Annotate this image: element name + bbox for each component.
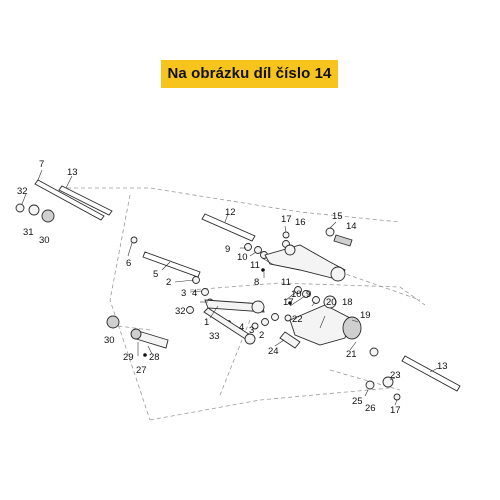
- callout-11-lower: 11: [281, 277, 291, 288]
- callout-17-mid: 17: [283, 297, 294, 308]
- callout-9-lower: 9: [306, 289, 311, 300]
- callout-21: 21: [346, 349, 357, 360]
- washer-25: [365, 380, 375, 390]
- callout-10-lower: 10: [291, 289, 302, 300]
- dot-17b: [288, 301, 292, 305]
- callout-31: 31: [23, 227, 34, 238]
- rod-13-left: [58, 185, 113, 216]
- callout-2-lower: 2: [259, 330, 264, 341]
- callout-32-lower: 32: [175, 306, 186, 317]
- callout-13: 13: [67, 167, 78, 178]
- washer-11b: [294, 286, 302, 294]
- callout-18: 18: [342, 297, 353, 308]
- link-arm-1: [203, 299, 265, 345]
- callout-20: 20: [326, 297, 337, 308]
- part-number-banner: Na obrázku díl číslo 14: [161, 60, 338, 88]
- washer-17b: [284, 314, 292, 322]
- callout-30: 30: [39, 235, 50, 246]
- callout-3: 3: [181, 288, 186, 299]
- rod-12: [201, 213, 256, 242]
- dot-8: [261, 268, 265, 272]
- rod-7: [34, 179, 105, 221]
- callout-14: 14: [346, 221, 357, 232]
- callout-9: 9: [225, 244, 230, 255]
- callout-12: 12: [225, 207, 236, 218]
- washer-17: [282, 231, 290, 239]
- shock-linkage: [279, 295, 362, 349]
- callout-11: 11: [250, 260, 260, 271]
- leader-lines: [21, 169, 439, 406]
- rods: [34, 179, 461, 392]
- bolt-assembly-29: [130, 328, 169, 349]
- callout-13-right: 13: [437, 361, 448, 372]
- washer-4b: [251, 322, 259, 330]
- callout-6: 6: [126, 258, 131, 269]
- callout-30-lower: 30: [104, 335, 115, 346]
- dot-27: [143, 353, 147, 357]
- washer-10: [254, 246, 262, 254]
- nut-32b: [186, 306, 194, 314]
- bolt-24: [279, 331, 301, 349]
- callout-17: 17: [281, 214, 292, 225]
- callout-24: 24: [268, 346, 279, 357]
- washer-3: [201, 288, 209, 296]
- washer-9: [244, 243, 252, 251]
- rod-13-right: [401, 355, 461, 392]
- callout-23: 23: [390, 370, 401, 381]
- callout-27: 27: [136, 365, 147, 376]
- callout-labels: 7 13 32 31 30 6 5 2 3 4 32 1 33 4 3 2 30…: [17, 159, 448, 416]
- callout-3-lower: 3: [249, 325, 254, 336]
- callout-26: 26: [365, 403, 376, 414]
- callout-33: 33: [209, 331, 220, 342]
- bushing-30: [41, 209, 55, 223]
- nut-17c: [393, 393, 401, 401]
- callout-16: 16: [295, 217, 306, 228]
- pin-14: [333, 234, 353, 247]
- washer-31: [28, 204, 40, 216]
- callout-4: 4: [192, 288, 197, 299]
- rocker-arm-8: [264, 234, 353, 282]
- callout-19: 19: [360, 310, 371, 321]
- callout-4-lower: 4: [239, 322, 244, 333]
- washer-15: [325, 227, 335, 237]
- bushing-19: [342, 316, 362, 340]
- washer-6: [130, 236, 138, 244]
- callout-8: 8: [254, 277, 259, 288]
- callout-5: 5: [153, 269, 158, 280]
- callout-17-right: 17: [390, 405, 401, 416]
- washer-20: [323, 295, 337, 309]
- callout-1: 1: [204, 317, 209, 328]
- callout-29: 29: [123, 352, 134, 363]
- callout-15: 15: [332, 211, 343, 222]
- washer-9b: [312, 296, 320, 304]
- callout-28: 28: [149, 352, 160, 363]
- callout-10: 10: [237, 252, 248, 263]
- callout-2: 2: [166, 277, 171, 288]
- callout-7: 7: [39, 159, 44, 170]
- callout-32: 32: [17, 186, 28, 197]
- bushing-30b: [106, 315, 120, 329]
- rod-5: [142, 251, 201, 278]
- washer-21: [369, 347, 379, 357]
- washer-2b: [271, 313, 279, 321]
- callout-25: 25: [352, 396, 363, 407]
- washer-10b: [302, 290, 310, 298]
- washer-3b: [261, 318, 269, 326]
- callout-22: 22: [292, 314, 303, 325]
- nut-32: [15, 203, 25, 213]
